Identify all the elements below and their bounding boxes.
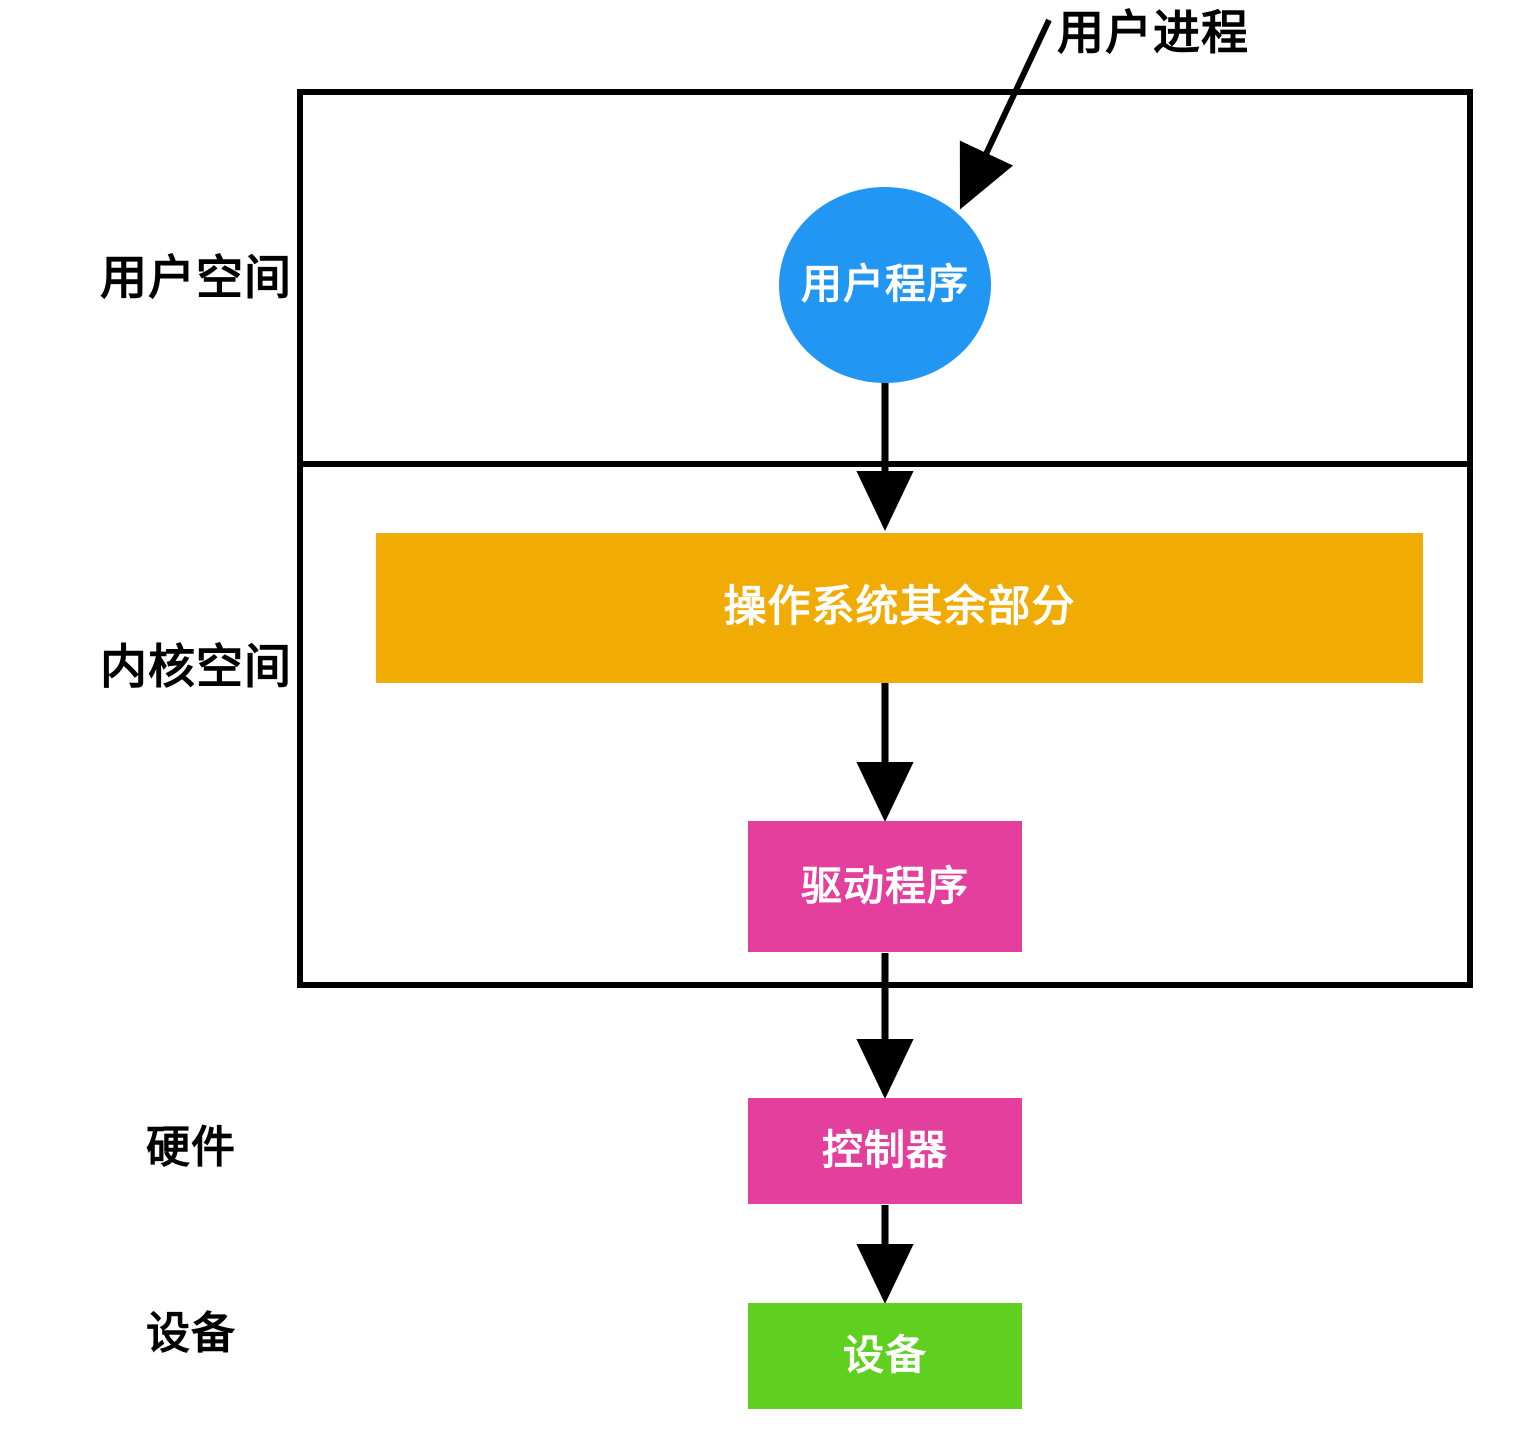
node-controller-label: 控制器 <box>822 1127 948 1174</box>
node-driver[interactable]: 驱动程序 <box>748 821 1022 952</box>
node-os-rest-label: 操作系统其余部分 <box>723 583 1076 632</box>
node-controller[interactable]: 控制器 <box>748 1098 1022 1204</box>
node-user-program-label: 用户程序 <box>801 261 969 308</box>
node-user-program[interactable]: 用户程序 <box>779 187 991 383</box>
node-driver-label: 驱动程序 <box>801 862 969 909</box>
zone-label-kernel-space: 内核空间 <box>100 640 292 693</box>
node-os-rest[interactable]: 操作系统其余部分 <box>376 533 1423 683</box>
zone-label-user-space: 用户空间 <box>100 251 292 304</box>
callout-label-user-process: 用户进程 <box>1057 6 1249 59</box>
zone-label-device: 设备 <box>146 1309 236 1358</box>
connector-callout-to-user-program <box>959 18 1052 210</box>
node-device[interactable]: 设备 <box>748 1303 1022 1409</box>
zone-label-hardware: 硬件 <box>146 1123 236 1172</box>
node-device-label: 设备 <box>843 1332 927 1379</box>
